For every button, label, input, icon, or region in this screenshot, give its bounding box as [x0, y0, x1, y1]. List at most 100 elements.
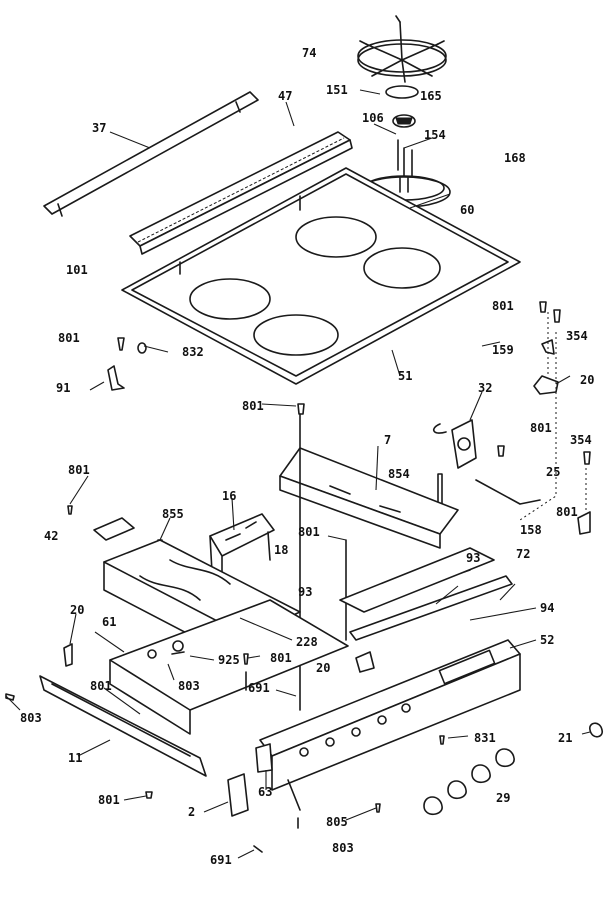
label-831: 831	[474, 731, 496, 745]
screw-354-a	[553, 309, 561, 323]
igniter-32	[433, 419, 477, 469]
label-47: 47	[278, 89, 292, 103]
screw-801-a	[117, 337, 125, 351]
label-16: 16	[222, 489, 236, 503]
leader-lines	[5, 89, 591, 859]
bracket-63	[255, 743, 273, 773]
manifold-7	[279, 447, 459, 549]
screw-354-b	[583, 451, 591, 465]
label-691-a: 691	[248, 681, 270, 695]
label-63: 63	[258, 785, 272, 799]
label-801-j: 801	[98, 793, 120, 807]
label-165: 165	[420, 89, 442, 103]
label-51: 51	[398, 369, 412, 383]
label-801-c: 801	[242, 399, 264, 413]
label-21: 21	[558, 731, 572, 745]
label-801-e: 801	[68, 463, 90, 477]
screw-801-e	[67, 505, 73, 515]
label-803-c: 803	[332, 841, 354, 855]
bracket-20-a	[533, 375, 559, 395]
label-228: 228	[296, 635, 318, 649]
bracket-2	[227, 773, 249, 817]
screw-801-g	[145, 791, 153, 799]
label-25: 25	[546, 465, 560, 479]
label-801-h: 801	[270, 651, 292, 665]
label-61: 61	[102, 615, 116, 629]
screw-832	[137, 342, 147, 354]
bracket-20-b	[63, 643, 73, 667]
pin-18	[267, 531, 271, 561]
clip-21	[589, 722, 603, 738]
label-93-a: 93	[466, 551, 480, 565]
label-20-a: 20	[580, 373, 594, 387]
label-354-a: 354	[566, 329, 588, 343]
clip-158	[577, 511, 591, 535]
label-158: 158	[520, 523, 542, 537]
burner-head-165	[392, 114, 416, 128]
label-101: 101	[66, 263, 88, 277]
label-106: 106	[362, 111, 384, 125]
spacer-42	[93, 517, 135, 541]
knobs-29	[423, 748, 515, 816]
screw-691-b	[253, 845, 263, 853]
rail-94	[339, 547, 495, 613]
bracket-20-c	[355, 651, 375, 673]
back-panel-47	[129, 131, 353, 255]
label-29: 29	[496, 791, 510, 805]
label-91: 91	[56, 381, 70, 395]
label-801-a: 801	[58, 331, 80, 345]
grommet-925	[171, 651, 185, 655]
label-805: 805	[326, 815, 348, 829]
label-94: 94	[540, 601, 554, 615]
label-20-c: 20	[316, 661, 330, 675]
label-854: 854	[388, 467, 410, 481]
grate-74	[357, 15, 447, 83]
label-52: 52	[540, 633, 554, 647]
label-354-b: 354	[570, 433, 592, 447]
ring-151	[385, 85, 419, 99]
label-7: 7	[384, 433, 391, 447]
bracket-91	[107, 365, 125, 391]
label-801-b: 801	[492, 299, 514, 313]
label-72: 72	[516, 547, 530, 561]
base-pan-61	[109, 599, 349, 735]
label-803-a: 803	[178, 679, 200, 693]
label-32: 32	[478, 381, 492, 395]
label-42: 42	[44, 529, 58, 543]
label-20-b: 20	[70, 603, 84, 617]
label-154: 154	[424, 128, 446, 142]
screw-801-c	[297, 403, 305, 415]
label-801-f: 801	[556, 505, 578, 519]
screw-831	[439, 735, 445, 745]
label-2: 2	[188, 805, 195, 819]
label-801-g: 801	[298, 525, 320, 539]
label-855: 855	[162, 507, 184, 521]
label-93-b: 93	[298, 585, 312, 599]
label-168: 168	[504, 151, 526, 165]
label-801-i: 801	[90, 679, 112, 693]
label-151: 151	[326, 83, 348, 97]
label-691-b: 691	[210, 853, 232, 867]
screw-801-d	[497, 445, 505, 457]
bracket-159	[541, 339, 555, 355]
label-159: 159	[492, 343, 514, 357]
screw-801-b	[539, 301, 547, 313]
label-803-b: 803	[20, 711, 42, 725]
label-37: 37	[92, 121, 106, 135]
callout-labels: 74 151 165 47 37 106 154 168 60 101 801 …	[20, 46, 594, 867]
label-74: 74	[302, 46, 316, 60]
trim-strip-37	[43, 91, 259, 215]
label-18: 18	[274, 543, 288, 557]
screw-801-f	[243, 653, 249, 665]
screw-805	[375, 803, 381, 813]
panel-72	[349, 575, 513, 641]
rod-25	[475, 479, 541, 505]
label-832: 832	[182, 345, 204, 359]
label-60: 60	[460, 203, 474, 217]
cooktop-51	[121, 167, 521, 385]
label-801-d: 801	[530, 421, 552, 435]
trim-11	[39, 675, 207, 777]
label-11: 11	[68, 751, 82, 765]
label-925: 925	[218, 653, 240, 667]
